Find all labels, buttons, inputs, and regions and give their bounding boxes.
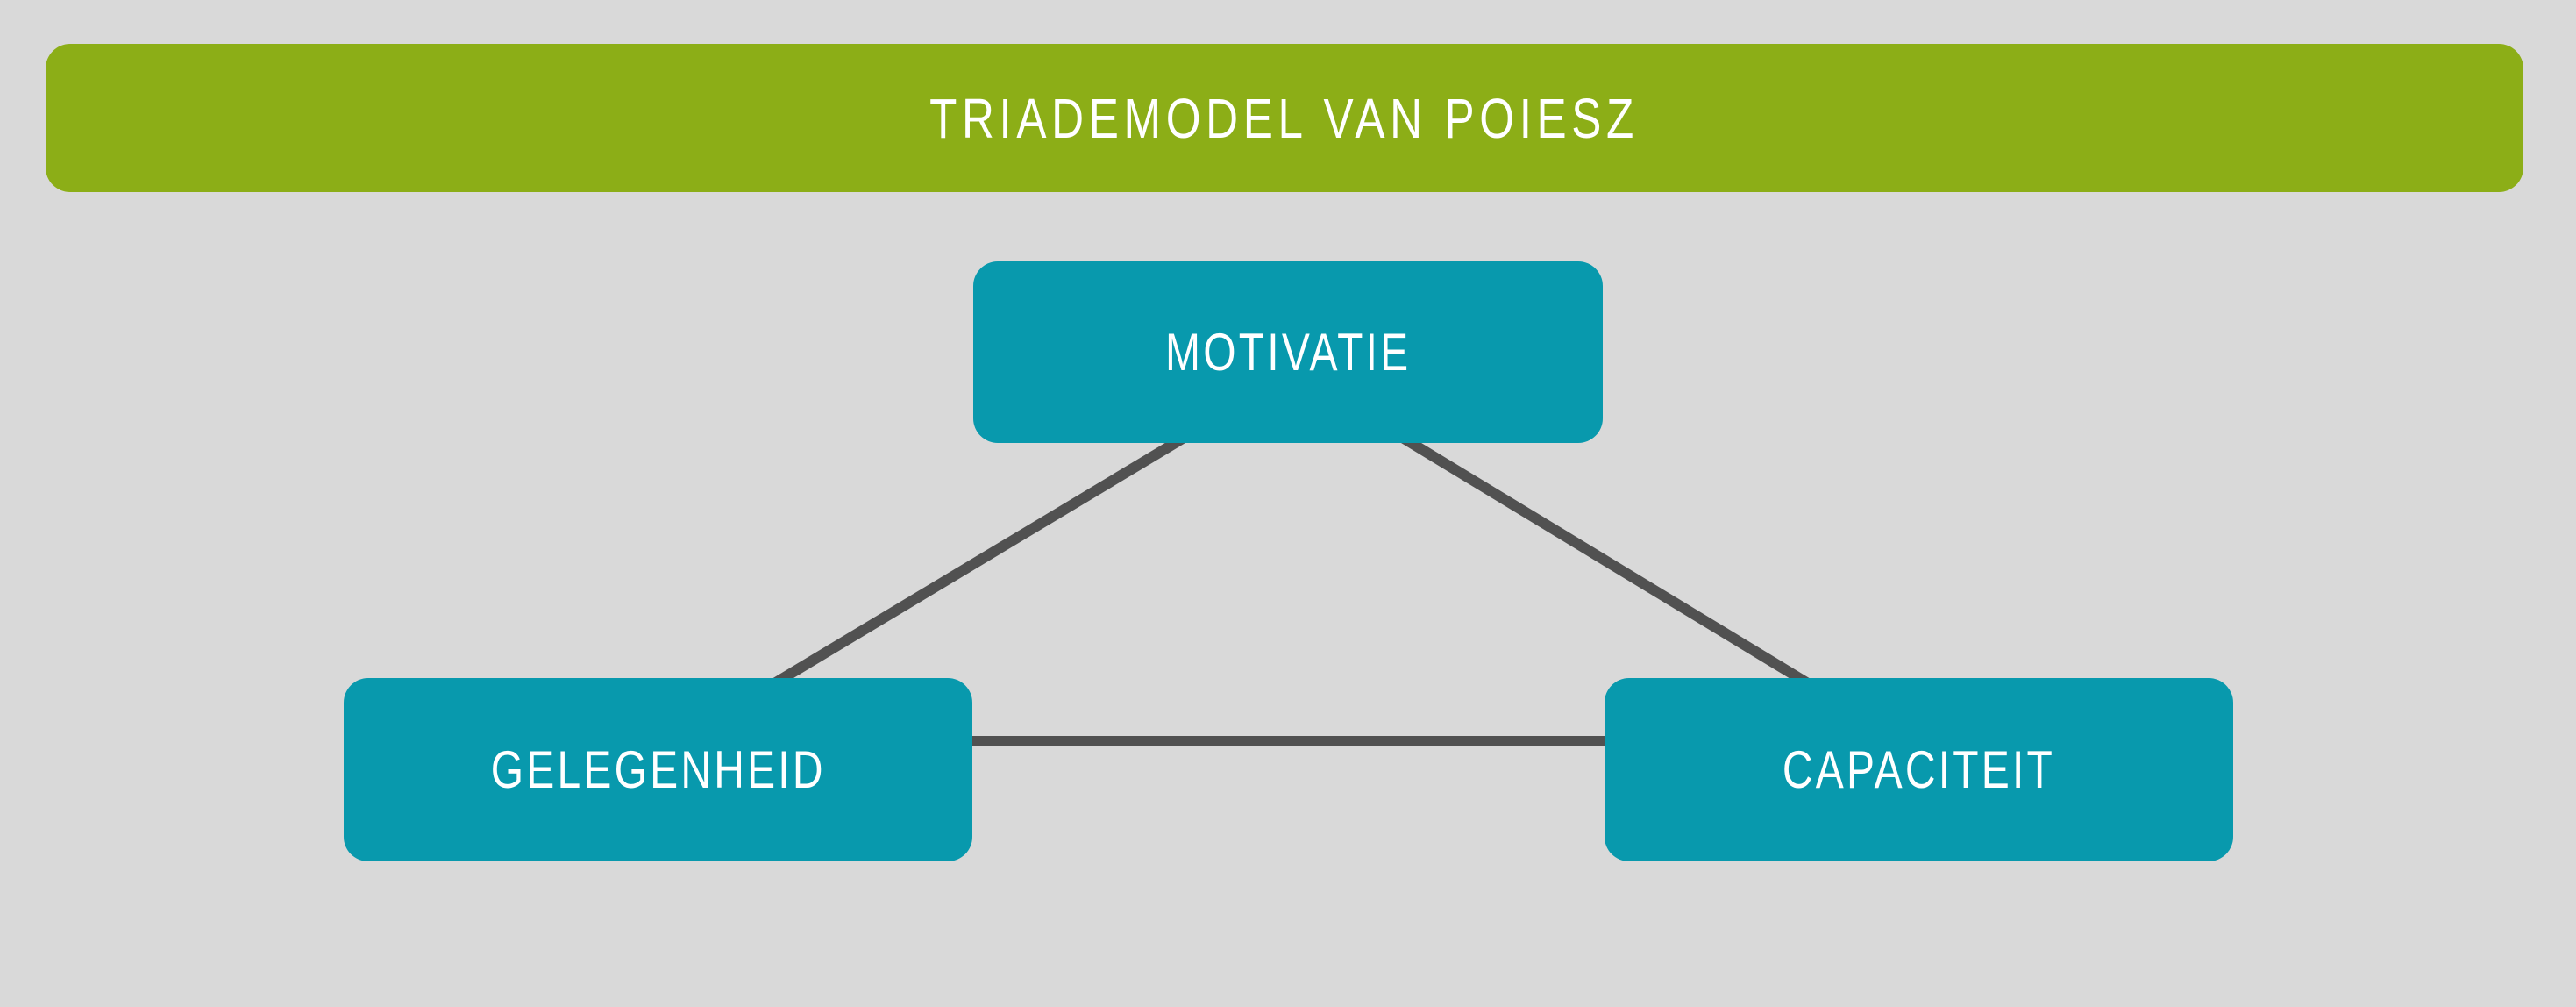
edge-motivatie-gelegenheid xyxy=(755,432,1189,698)
node-capaciteit-label: CAPACITEIT xyxy=(1782,740,2056,799)
node-gelegenheid: GELEGENHEID xyxy=(344,678,972,861)
node-gelegenheid-label: GELEGENHEID xyxy=(490,740,826,799)
edge-motivatie-capaciteit xyxy=(1398,432,1827,698)
node-capaciteit: CAPACITEIT xyxy=(1605,678,2233,861)
node-motivatie-label: MOTIVATIE xyxy=(1164,323,1412,382)
title-banner: TRIADEMODEL VAN POIESZ xyxy=(46,44,2523,192)
node-motivatie: MOTIVATIE xyxy=(973,261,1603,443)
page-title: TRIADEMODEL VAN POIESZ xyxy=(929,86,1640,150)
